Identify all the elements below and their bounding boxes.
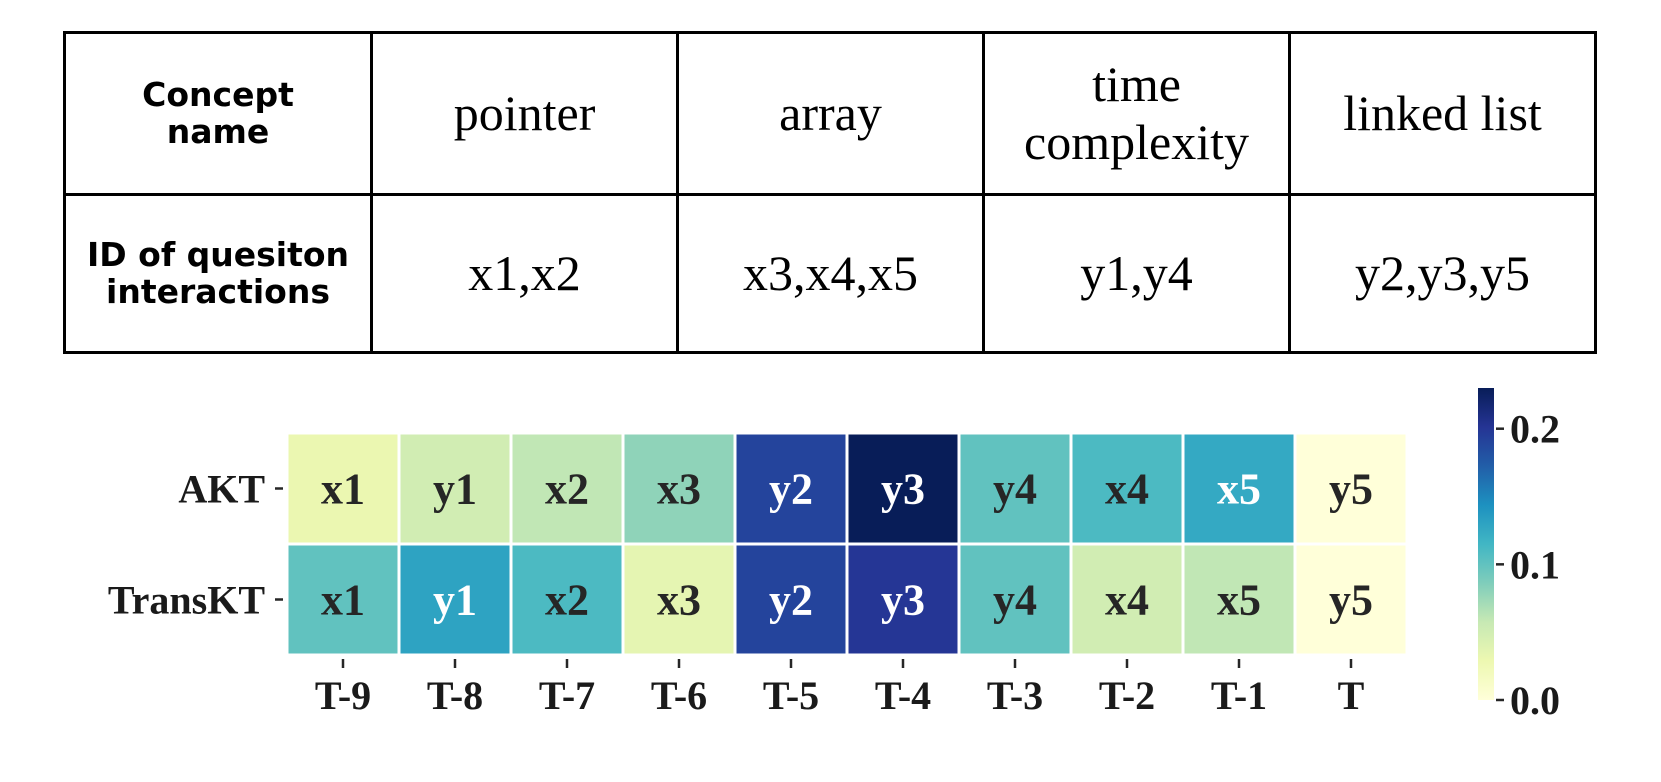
heatmap-cell	[285, 431, 401, 546]
heatmap-cell	[1181, 542, 1297, 657]
cell-label: y5	[1329, 465, 1373, 514]
row-label: TransKT	[108, 578, 265, 623]
concept-table: Concept name pointer array time complexi…	[62, 31, 1597, 354]
column-label: T-3	[987, 673, 1043, 718]
question-id-cell: y2,y3,y5	[1288, 193, 1597, 354]
heatmap-cell	[397, 431, 513, 546]
column-label: T-2	[1099, 673, 1155, 718]
row-label: AKT	[178, 467, 265, 512]
column-label: T-6	[651, 673, 707, 718]
cell-label: x4	[1105, 465, 1149, 514]
colorbar-tick-label: 0.2	[1510, 407, 1560, 452]
cell-label: x4	[1105, 576, 1149, 625]
cell-label: y3	[881, 576, 925, 625]
column-label: T-4	[875, 673, 931, 718]
cell-label: x5	[1217, 576, 1261, 625]
heatmap-cell	[1293, 431, 1409, 546]
attention-heatmap: x1 y1 x2 x3 y2 y3 y4 x4 x5 y5 x1 y1 x2 x3 y2 y3 y4 x4 x5 y5…	[108, 388, 1560, 723]
heatmap-cell	[509, 542, 625, 657]
cell-label: x2	[545, 465, 589, 514]
header-line: name	[166, 111, 270, 151]
cell-label: x1	[321, 576, 365, 625]
concept-name-row: Concept name pointer array time complexi…	[62, 31, 1597, 196]
heatmap-cell	[845, 431, 961, 546]
cell-label: y1	[433, 465, 477, 514]
cell-label: y2	[769, 465, 813, 514]
heatmap-cell	[1069, 431, 1185, 546]
heatmap-cell	[1293, 542, 1409, 657]
concept-name-header: Concept name	[62, 31, 374, 196]
cell-label: x3	[657, 465, 701, 514]
cell-label: y5	[1329, 576, 1373, 625]
concept-name-line: array	[779, 84, 882, 141]
cell-label: x1	[321, 465, 365, 514]
question-id-header: ID of quesiton interactions	[62, 193, 374, 354]
question-id-row: ID of quesiton interactions x1,x2 x3,x4,…	[62, 193, 1597, 354]
colorbar-gradient	[1478, 388, 1494, 700]
heatmap-cells: x1 y1 x2 x3 y2 y3 y4 x4 x5 y5 x1 y1 x2 x3 y2 y3 y4 x4 x5 y5	[285, 431, 1409, 657]
concept-name-cell: linked list	[1288, 31, 1597, 196]
column-label: T-5	[763, 673, 819, 718]
header-line: Concept	[142, 75, 294, 115]
concept-name-line: complexity	[1024, 113, 1249, 170]
heatmap-cell	[845, 542, 961, 657]
header-line: interactions	[106, 271, 330, 311]
heatmap-cell	[957, 542, 1073, 657]
cell-label: y4	[993, 576, 1037, 625]
header-line: ID of quesiton	[86, 235, 350, 275]
colorbar: 0.0 0.1 0.2	[1478, 388, 1560, 723]
cell-label: x2	[545, 576, 589, 625]
cell-label: x3	[657, 576, 701, 625]
column-label: T-9	[315, 673, 371, 718]
row-labels: AKT TransKT	[108, 467, 283, 623]
cell-label: y1	[433, 576, 477, 625]
question-id-cell: y1,y4	[982, 193, 1291, 354]
colorbar-tick-label: 0.1	[1510, 542, 1560, 587]
heatmap-cell	[621, 542, 737, 657]
concept-name-line: pointer	[453, 84, 596, 141]
column-label: T-1	[1211, 673, 1267, 718]
cell-label: y3	[881, 465, 925, 514]
column-label: T-8	[427, 673, 483, 718]
column-labels: T-9 T-8 T-7 T-6 T-5 T-4 T-3 T-2 T-1 T	[315, 659, 1365, 718]
heatmap-cell	[397, 542, 513, 657]
question-id-cell: x3,x4,x5	[676, 193, 986, 354]
concept-name-line: time	[1092, 56, 1181, 112]
heatmap-cell	[1069, 542, 1185, 657]
column-label: T	[1338, 673, 1365, 718]
cell-label: y4	[993, 465, 1037, 514]
concept-name-cell: pointer	[370, 31, 680, 196]
cell-label: x5	[1217, 465, 1261, 514]
colorbar-tick-label: 0.0	[1510, 678, 1560, 723]
question-id-cell: x1,x2	[370, 193, 680, 354]
concept-name-line: linked list	[1343, 84, 1542, 141]
concept-name-cell: array	[676, 31, 986, 196]
cell-label: y2	[769, 576, 813, 625]
concept-name-cell: time complexity	[982, 31, 1291, 196]
column-label: T-7	[539, 673, 595, 718]
